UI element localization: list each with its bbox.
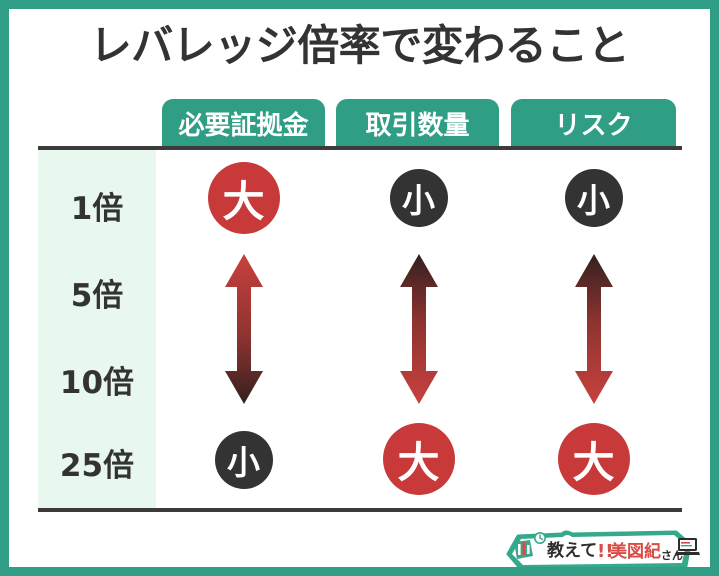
column-2-top-mark: 小: [564, 169, 623, 227]
column-1-arrow-icon: [396, 254, 442, 404]
column-header-tab-0[interactable]: 必要証拠金: [162, 99, 325, 149]
column-header-tabs: 必要証拠金 取引数量 リスク: [162, 99, 676, 149]
row-label-25x: 25倍: [59, 448, 135, 484]
column-header-tab-2-label: リスク: [554, 110, 633, 141]
clock-icon: [533, 532, 546, 544]
column-0-top-mark: 大: [207, 162, 280, 234]
candlestick-chart-icon: [514, 540, 533, 559]
svg-text:美図紀: 美図紀: [610, 541, 661, 562]
column-header-tab-1-label: 取引数量: [365, 110, 470, 141]
laptop-icon: [675, 538, 700, 555]
leverage-label-panel: [38, 150, 156, 508]
column-1-top-mark: 小: [389, 169, 448, 227]
column-1-bottom-mark: 大: [382, 423, 455, 495]
svg-text:!!: !!: [597, 541, 613, 562]
site-logo[interactable]: 教えて !! 美図紀 さん: [500, 528, 700, 572]
table-bottom-rule: [38, 508, 682, 512]
column-required-margin: 大 小: [156, 150, 331, 508]
row-label-10x: 10倍: [59, 365, 135, 401]
table-top-rule: [38, 146, 682, 150]
column-risk: 小 大: [506, 150, 681, 508]
row-label-1x: 1倍: [70, 191, 124, 227]
column-header-tab-0-label: 必要証拠金: [178, 110, 309, 141]
column-2-arrow-icon: [571, 254, 617, 404]
page-title: レバレッジ倍率で変わること: [89, 21, 630, 70]
column-header-tab-2[interactable]: リスク: [511, 99, 676, 149]
column-0-arrow-icon: [221, 254, 267, 404]
column-header-tab-1[interactable]: 取引数量: [336, 99, 499, 149]
site-logo-text: 教えて: [546, 540, 597, 561]
column-trade-volume: 小 大: [331, 150, 506, 508]
row-label-5x: 5倍: [70, 278, 124, 314]
column-2-bottom-mark: 大: [557, 423, 630, 495]
column-0-bottom-mark: 小: [214, 431, 273, 489]
